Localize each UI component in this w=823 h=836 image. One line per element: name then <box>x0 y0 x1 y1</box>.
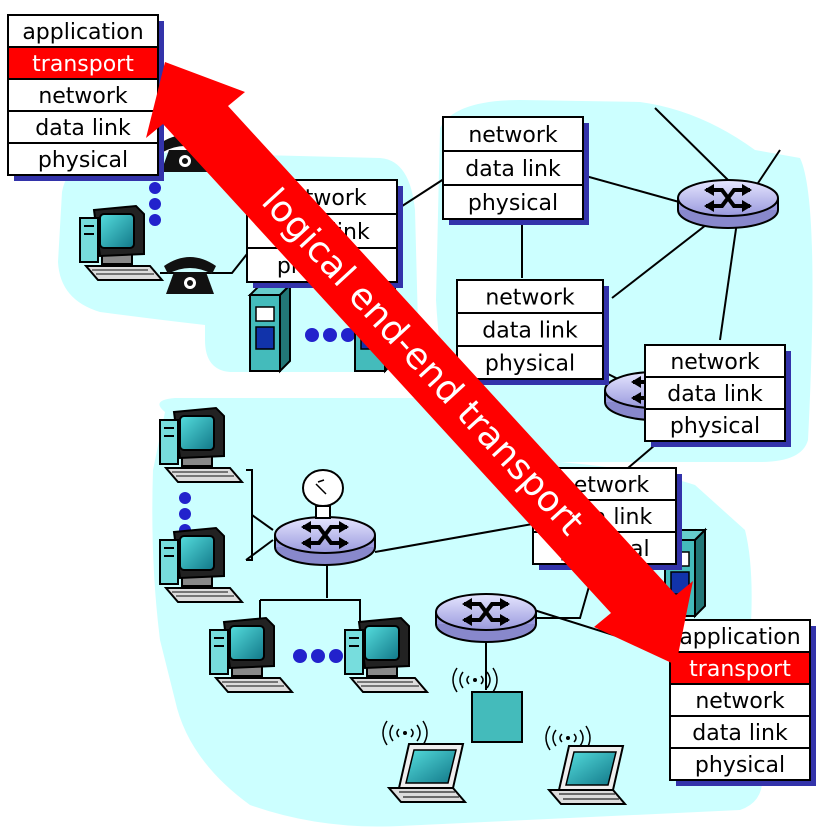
stack-layer-box <box>7 110 159 144</box>
stack-layer-box <box>644 408 786 442</box>
stack-layer-label: application <box>22 20 143 45</box>
stack-layer-box <box>456 345 604 380</box>
host-stack: application transport network data link phys… <box>669 619 816 786</box>
stack-layer-label: data link <box>35 116 131 141</box>
stack-layer-label: physical <box>485 351 575 376</box>
router-stack: network data link physical <box>456 279 609 385</box>
stack-layer-label: application <box>679 625 800 650</box>
satellite-dish-icon <box>302 469 344 519</box>
stack-layer-box <box>442 184 584 220</box>
server-icon <box>249 284 291 372</box>
host-stack: application transport network data link phys… <box>7 14 164 181</box>
stack-layer-label: physical <box>38 148 128 173</box>
stack-layer-label: data link <box>692 721 788 746</box>
stack-layer-box <box>669 683 811 717</box>
stack-layer-label: network <box>485 285 575 310</box>
router-stack: network data link physical <box>442 116 589 225</box>
stack-layer-label: transport <box>32 52 134 77</box>
stack-layer-label: physical <box>670 414 760 439</box>
stack-layer-box <box>442 116 584 152</box>
stack-layer-label: network <box>695 689 785 714</box>
stack-layer-label: data link <box>465 157 561 182</box>
stack-layer-box <box>669 747 811 781</box>
router-icon <box>273 515 377 567</box>
stack-layer-label: network <box>670 350 760 375</box>
stack-layer-box <box>7 46 159 80</box>
stack-layer-box <box>7 142 159 176</box>
stack-layer-label: physical <box>468 191 558 216</box>
stack-layer-box <box>456 312 604 347</box>
router-stack: network data link physical <box>644 344 791 447</box>
stack-layer-label: transport <box>689 657 791 682</box>
wireless-access-point-icon <box>471 691 523 743</box>
router-icon <box>676 178 780 230</box>
stack-layer-box <box>644 344 786 378</box>
stack-layer-label: data link <box>667 382 763 407</box>
stack-layer-box <box>7 14 159 48</box>
stack-layer-label: physical <box>695 753 785 778</box>
dots-icon <box>149 182 355 663</box>
stack-layer-label: data link <box>482 318 578 343</box>
stack-layer-label: network <box>468 123 558 148</box>
router-icon <box>434 592 538 644</box>
stack-layer-label: network <box>38 84 128 109</box>
stack-layer-box <box>669 651 811 685</box>
